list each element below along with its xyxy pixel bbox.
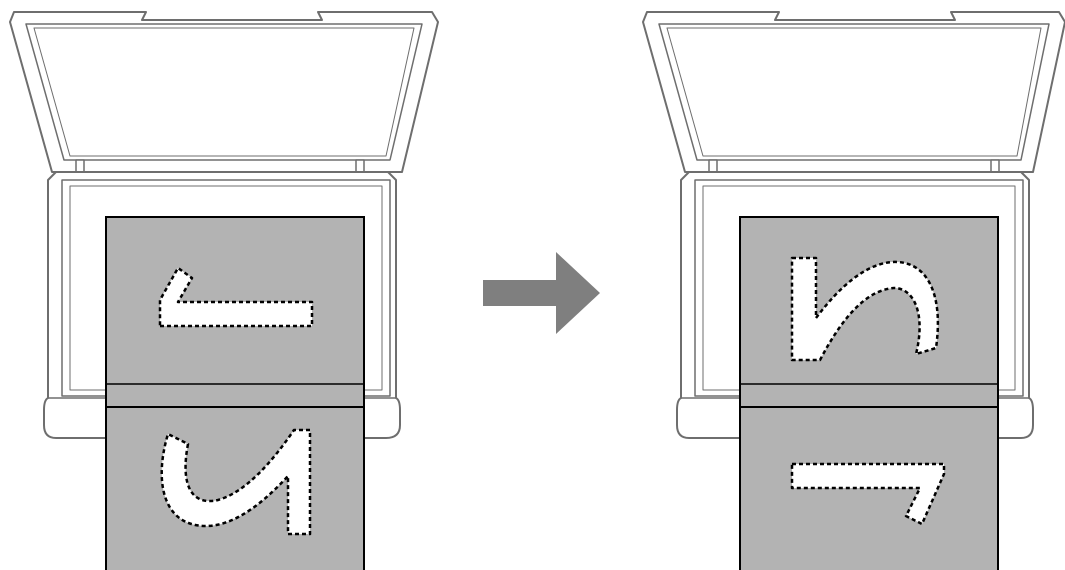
scanner-lid [9, 11, 439, 181]
arrow-right-icon [483, 252, 600, 334]
page-number-one-glyph [158, 266, 314, 328]
page-upper [739, 216, 999, 408]
page-number-two-glyph [790, 256, 940, 362]
document-pages [105, 216, 365, 570]
scanner-before [9, 11, 439, 570]
scanner-lid [642, 11, 1065, 181]
scanner-after [642, 11, 1065, 570]
page-number-one-glyph [790, 462, 946, 526]
page-number-two-glyph [160, 428, 312, 536]
page-lower [105, 406, 365, 570]
